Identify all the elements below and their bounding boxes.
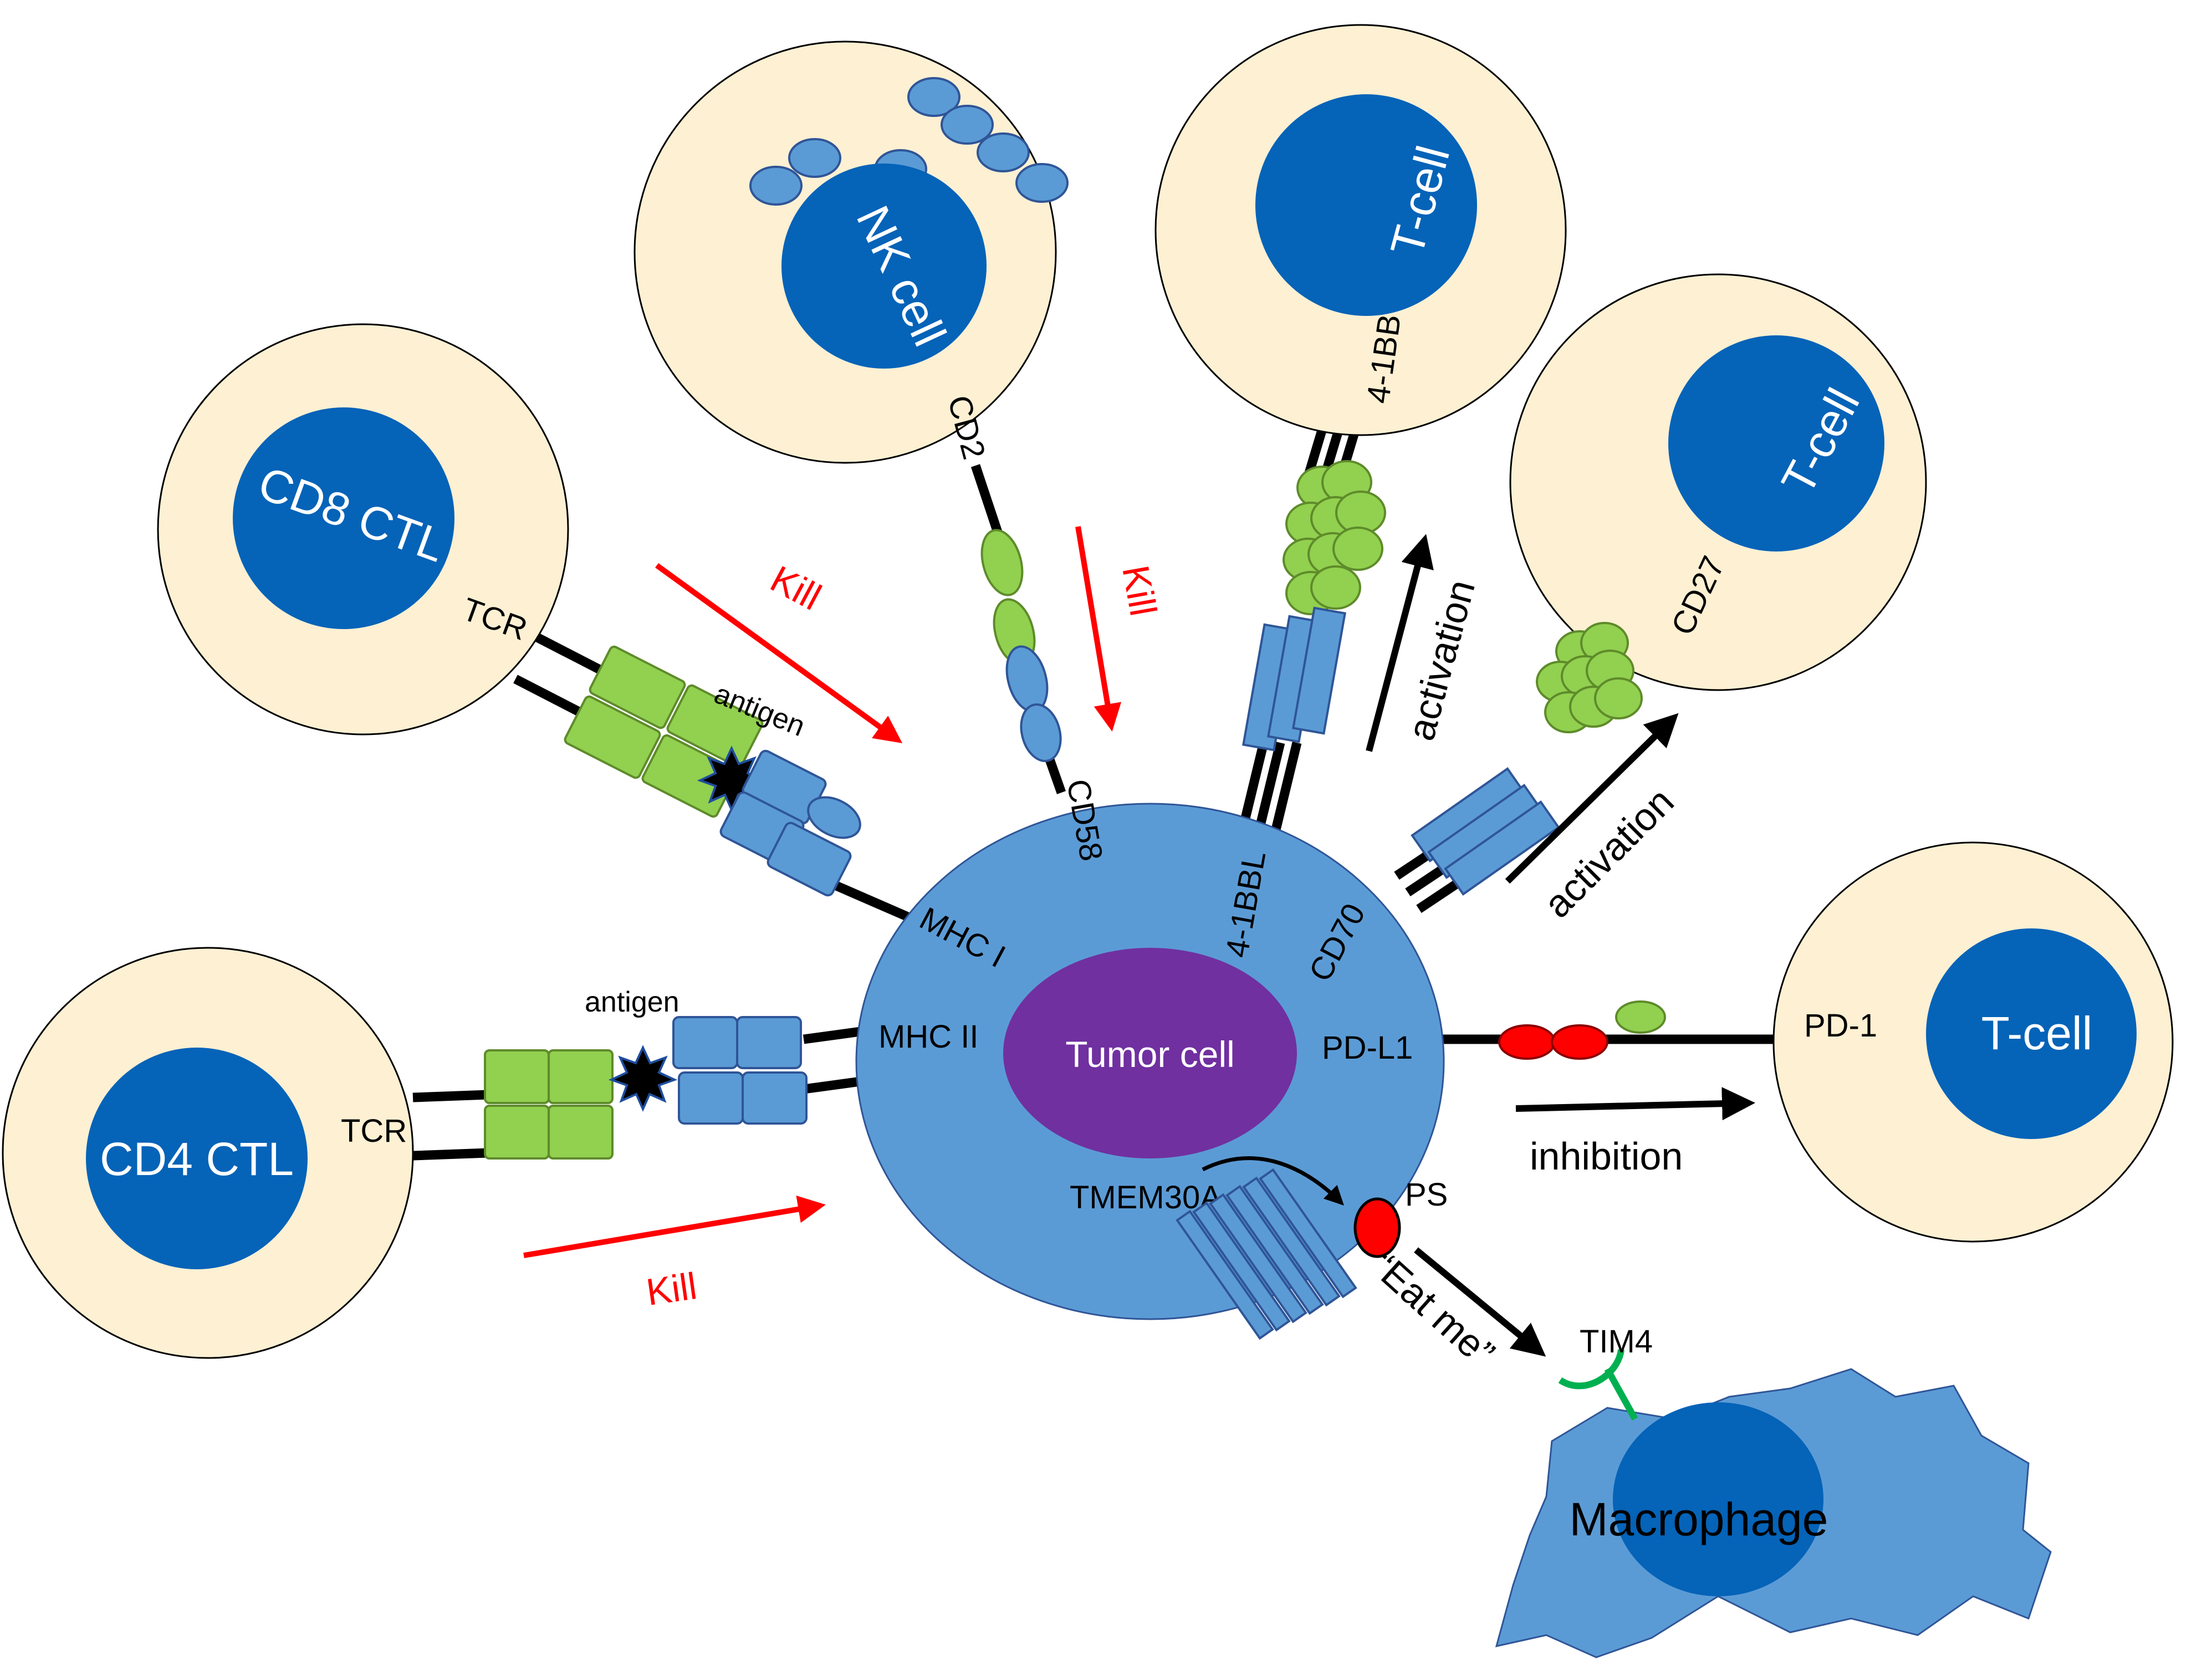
kill-arrow-nk — [1075, 526, 1122, 732]
tcr-label-cd4: TCR — [341, 1113, 407, 1149]
pd1-label: PD-1 — [1804, 1008, 1877, 1044]
cd4-mhc2-complex — [672, 1016, 808, 1125]
cd4-tcr-complex — [484, 1049, 614, 1160]
cd4-ctl-label: CD4 CTL — [100, 1133, 294, 1185]
tcell-pd1: T-cell PD-1 — [1772, 841, 2174, 1243]
kill-arrow-cd8 — [655, 563, 903, 743]
cd27-trimer — [1536, 622, 1643, 733]
cd58-ligand — [1005, 645, 1062, 762]
antigen-cd4-icon — [608, 1045, 678, 1112]
antigen-label-bottom: antigen — [585, 986, 679, 1018]
nk-granules — [749, 77, 1069, 206]
activation-label-cd27: activation — [1535, 779, 1682, 926]
cd70-trimer — [1411, 767, 1560, 896]
tmem30a-transporter — [1176, 1168, 1357, 1340]
nk-cell: NK cell CD2 — [633, 40, 1069, 464]
tumor-cell: Tumor cell MHC I MHC II CD58 4-1BBL CD70… — [855, 777, 1445, 1320]
tim4-receptor — [1558, 1349, 1638, 1421]
mhc2-label: MHC II — [878, 1019, 978, 1055]
macrophage-cell: Macrophage TIM4 — [1495, 1324, 2052, 1658]
kill-label-nk: Kill — [1114, 562, 1164, 619]
tcell-cd27: T-cell CD27 — [1509, 273, 1927, 691]
pd1-receptor — [1615, 1000, 1666, 1034]
cd8-ctl-cell: CD8 CTL TCR — [157, 323, 569, 736]
kill-arrow-cd4 — [523, 1195, 826, 1258]
macrophage-label: Macrophage — [1570, 1493, 1828, 1545]
tim4-label: TIM4 — [1580, 1324, 1653, 1360]
tumor-cell-label: Tumor cell — [1065, 1034, 1235, 1075]
inhibition-arrow — [1515, 1087, 1755, 1121]
ps-label: PS — [1405, 1177, 1448, 1213]
tcell-pd1-label: T-cell — [1981, 1007, 2093, 1059]
cd4-ctl-cell: CD4 CTL TCR — [2, 947, 414, 1359]
tmem30a-flip-arrow — [1202, 1156, 1344, 1206]
kill-label-cd4: Kill — [644, 1265, 699, 1314]
cd8-mhc1-complex — [719, 749, 861, 897]
kill-label-cd8: Kill — [764, 558, 828, 619]
ps-molecule — [1353, 1197, 1401, 1258]
cd2-ligand — [980, 529, 1036, 666]
41bb-trimer — [1283, 460, 1386, 615]
pdl1-label: PD-L1 — [1322, 1030, 1413, 1066]
41bbl-trimer — [1242, 606, 1346, 752]
activation-arrow-41bb — [1366, 534, 1434, 752]
eat-me-arrow — [1414, 1247, 1546, 1357]
tcell-41bb: T-cell 4-1BB — [1154, 24, 1567, 436]
inhibition-label: inhibition — [1530, 1135, 1683, 1178]
pdl1-ligand — [1498, 1024, 1608, 1060]
activation-arrow-cd27 — [1505, 713, 1679, 884]
